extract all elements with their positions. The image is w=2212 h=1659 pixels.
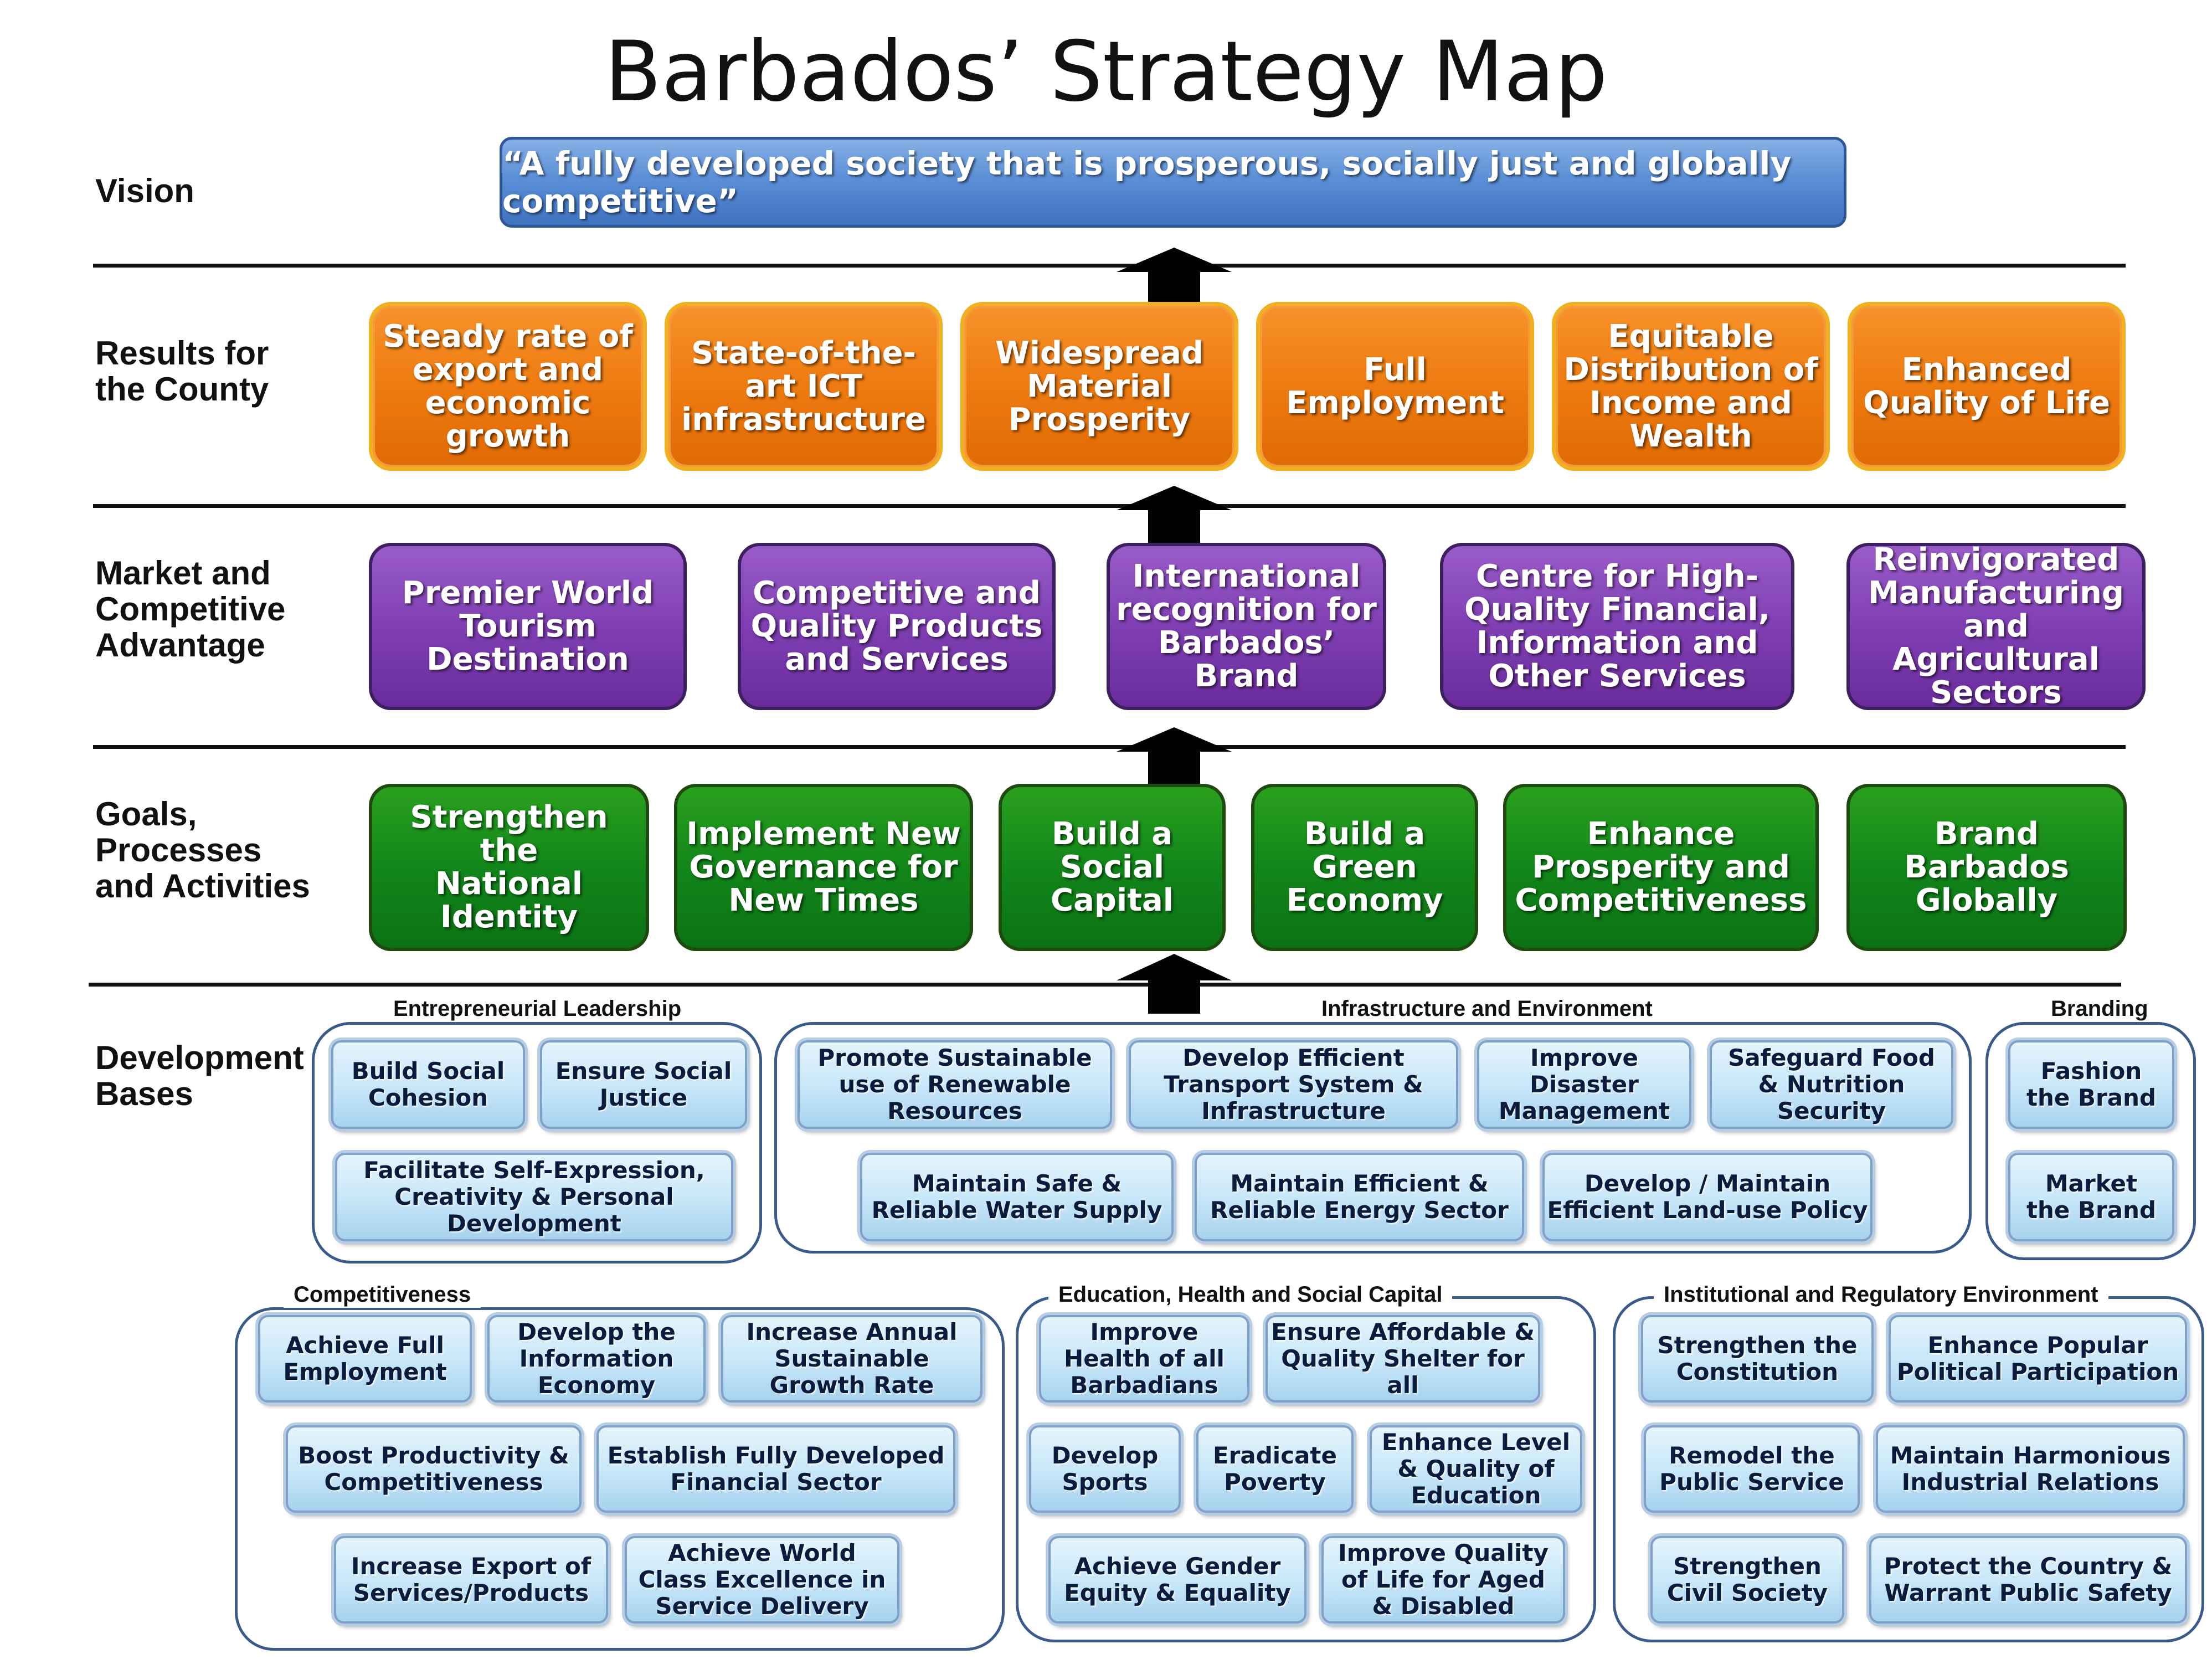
- group-label: Institutional and Regulatory Environment: [1654, 1281, 2108, 1308]
- development-base-box: Protect the Country & Warrant Public Saf…: [1869, 1536, 2187, 1624]
- market-box: Competitive and Quality Products and Ser…: [738, 543, 1056, 710]
- development-base-box: Develop Sports: [1029, 1425, 1181, 1513]
- goal-box: Strengthen the National Identity: [369, 784, 649, 951]
- market-box: International recognition for Barbados’ …: [1107, 543, 1386, 710]
- goal-box: Build a Social Capital: [999, 784, 1226, 951]
- group-label: Branding: [2041, 995, 2158, 1022]
- development-base-box: Build Social Cohesion: [331, 1040, 525, 1129]
- row-label-results: Results for the County: [95, 335, 269, 408]
- goal-box: Implement New Governance for New Times: [674, 784, 973, 951]
- development-base-box: Increase Export of Services/Products: [334, 1536, 608, 1624]
- result-box: Equitable Distribution of Income and Wea…: [1552, 302, 1830, 471]
- development-base-box: Develop Efficient Transport System & Inf…: [1129, 1040, 1458, 1129]
- page-title: Barbados’ Strategy Map: [604, 24, 1608, 120]
- development-base-box: Market the Brand: [2008, 1153, 2174, 1241]
- development-base-box: Ensure Social Justice: [540, 1040, 747, 1129]
- row-label-development: Development Bases: [95, 1039, 304, 1112]
- goal-box: Enhance Prosperity and Competitiveness: [1503, 784, 1819, 951]
- group-label: Infrastructure and Environment: [1311, 995, 1663, 1022]
- development-base-box: Develop / Maintain Efficient Land-use Po…: [1542, 1153, 1873, 1241]
- group-infrastructure-environment: [774, 1022, 1972, 1254]
- row-label-goals: Goals, Processes and Activities: [95, 795, 310, 905]
- result-box: Widespread Material Prosperity: [960, 302, 1238, 471]
- development-base-box: Achieve Full Employment: [258, 1315, 472, 1403]
- result-box: Steady rate of export and economic growt…: [369, 302, 647, 471]
- development-base-box: Achieve Gender Equity & Equality: [1048, 1536, 1306, 1624]
- development-base-box: Safeguard Food & Nutrition Security: [1710, 1040, 1953, 1129]
- market-box: Premier World Tourism Destination: [369, 543, 687, 710]
- separator-line: [93, 504, 2126, 508]
- development-base-box: Increase Annual Sustainable Growth Rate: [721, 1315, 982, 1403]
- separator-line: [93, 264, 2126, 268]
- development-base-box: Strengthen the Constitution: [1641, 1315, 1874, 1403]
- result-box: Full Employment: [1256, 302, 1534, 471]
- result-box: Enhanced Quality of Life: [1848, 302, 2126, 471]
- market-box: Reinvigorated Manufacturing and Agricult…: [1846, 543, 2146, 710]
- development-base-box: Maintain Safe & Reliable Water Supply: [860, 1153, 1174, 1241]
- group-competitiveness: [235, 1307, 1005, 1651]
- development-base-box: Remodel the Public Service: [1644, 1425, 1860, 1513]
- group-label: Education, Health and Social Capital: [1048, 1281, 1453, 1308]
- development-base-box: Enhance Popular Political Participation: [1889, 1315, 2187, 1403]
- development-base-box: Establish Fully Developed Financial Sect…: [596, 1425, 955, 1513]
- development-base-box: Boost Productivity & Competitiveness: [286, 1425, 582, 1513]
- separator-line: [93, 745, 2126, 749]
- goal-box: Brand Barbados Globally: [1846, 784, 2127, 951]
- group-branding: [1985, 1022, 2196, 1260]
- row-label-vision: Vision: [95, 172, 194, 209]
- development-base-box: Eradicate Poverty: [1196, 1425, 1354, 1513]
- development-base-box: Maintain Efficient & Reliable Energy Sec…: [1195, 1153, 1524, 1241]
- group-label: Competitiveness: [284, 1281, 481, 1308]
- vision-box: “A fully developed society that is prosp…: [500, 137, 1846, 228]
- development-base-box: Strengthen Civil Society: [1650, 1536, 1844, 1624]
- row-label-market: Market and Competitive Advantage: [95, 554, 286, 664]
- group-label: Entrepreneurial Leadership: [383, 995, 692, 1022]
- development-base-box: Promote Sustainable use of Renewable Res…: [798, 1040, 1112, 1129]
- separator-line: [89, 983, 2121, 987]
- goal-box: Build a Green Economy: [1251, 784, 1478, 951]
- development-base-box: Enhance Level & Quality of Education: [1370, 1425, 1582, 1513]
- result-box: State-of-the- art ICT infrastructure: [665, 302, 943, 471]
- development-base-box: Maintain Harmonious Industrial Relations: [1876, 1425, 2185, 1513]
- development-base-box: Improve Health of all Barbadians: [1039, 1315, 1249, 1403]
- development-base-box: Facilitate Self-Expression, Creativity &…: [335, 1153, 733, 1241]
- development-base-box: Improve Quality of Life for Aged & Disab…: [1321, 1536, 1565, 1624]
- group-entrepreneurial-leadership: [312, 1022, 762, 1263]
- development-base-box: Improve Disaster Management: [1477, 1040, 1691, 1129]
- development-base-box: Achieve World Class Excellence in Servic…: [625, 1536, 899, 1624]
- development-base-box: Develop the Information Economy: [487, 1315, 706, 1403]
- market-box: Centre for High- Quality Financial, Info…: [1440, 543, 1794, 710]
- development-base-box: Fashion the Brand: [2008, 1040, 2174, 1129]
- development-base-box: Ensure Affordable & Quality Shelter for …: [1266, 1315, 1540, 1403]
